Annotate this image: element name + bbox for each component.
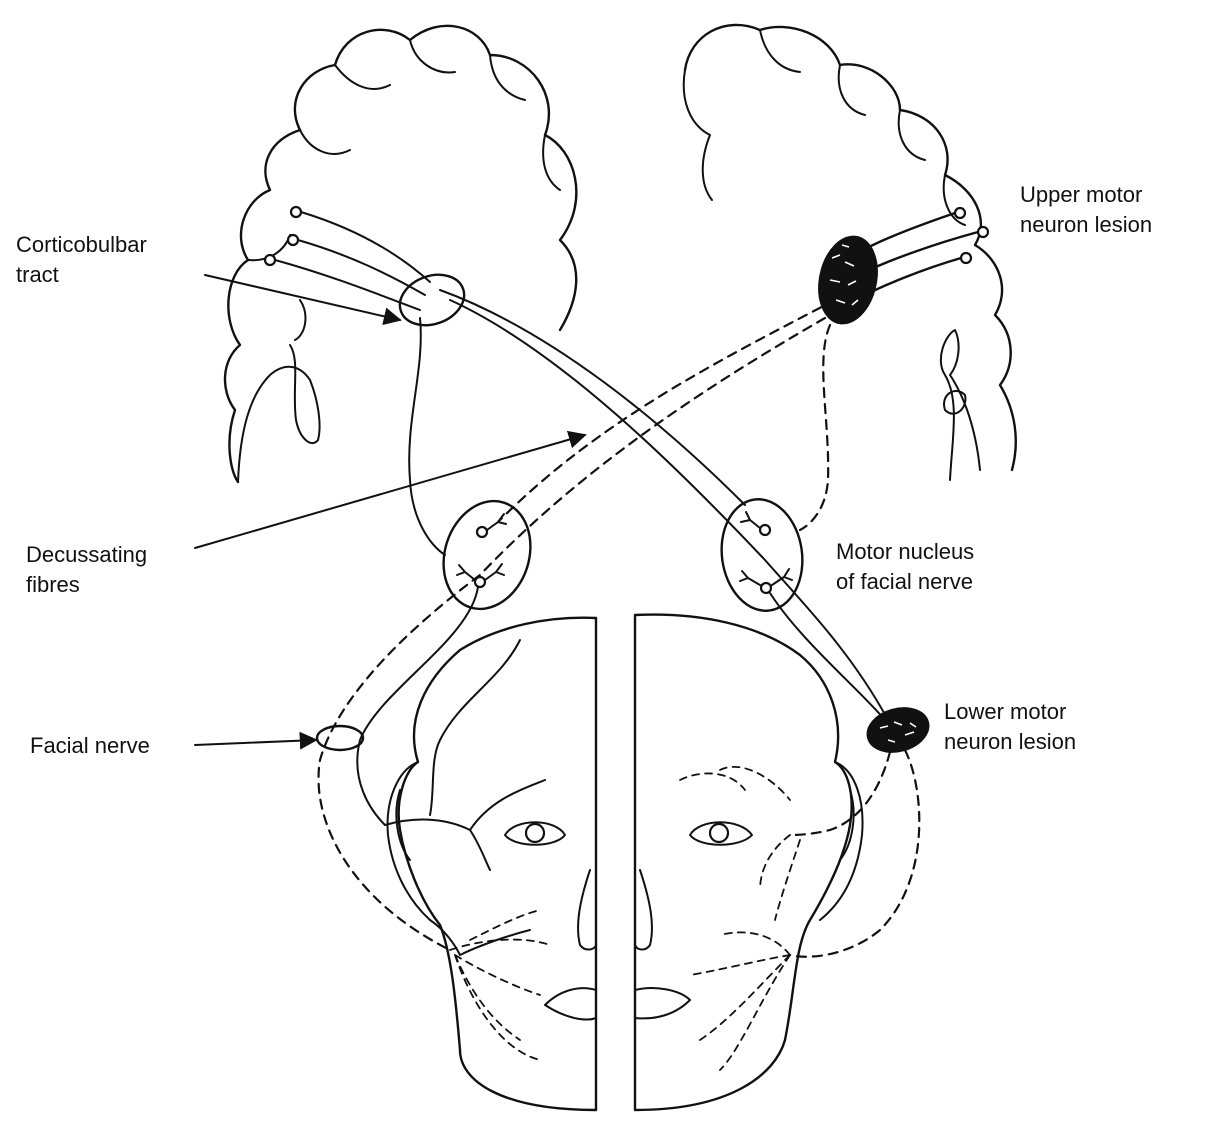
nose-right <box>634 869 653 951</box>
decussating-dashed-fibre-a <box>498 298 837 522</box>
left-hemisphere <box>223 24 578 484</box>
left-nucleus-synapses <box>456 513 507 581</box>
decussating-label-line-1: Decussating <box>26 542 148 567</box>
left-facial-nerve-upper-branches <box>384 639 546 871</box>
upper-lesion-stipple <box>829 244 859 306</box>
left-to-right-crossing-fibre-a <box>439 289 746 506</box>
right-cortex-neuron-3 <box>959 251 973 265</box>
motor-nucleus-label: Motor nucleus of facial nerve <box>836 537 974 597</box>
right-temporal-fold <box>939 329 981 481</box>
lower-lesion-label-line-2: neuron lesion <box>944 729 1077 754</box>
lower-motor-neuron-lesion <box>866 707 930 753</box>
left-facial-nerve-trunk <box>356 586 479 826</box>
upper-lesion-to-right-nucleus <box>798 323 832 532</box>
face-right-half-outline <box>633 613 853 1112</box>
motor-nucleus-label-line-1: Motor nucleus <box>836 539 975 564</box>
decussating-fibres-label: Decussating fibres <box>26 540 147 600</box>
decussating-dashed-fibre-b <box>317 316 827 952</box>
corticobulbar-arrow <box>204 274 402 326</box>
motor-nucleus-label-line-2: of facial nerve <box>836 569 973 594</box>
right-hemisphere <box>683 23 1017 472</box>
facial-nerve-label: Facial nerve <box>30 731 150 761</box>
right-motor-nucleus <box>720 498 804 612</box>
upper-motor-neuron-lesion-label: Upper motor neuron lesion <box>1020 180 1152 240</box>
corticobulbar-label-line-2: tract <box>16 262 59 287</box>
mouth-right <box>634 987 691 1020</box>
right-nucleus-neuron-upper <box>758 523 772 537</box>
right-facial-nerve-dashed <box>788 748 921 958</box>
left-internal-capsule <box>398 273 466 327</box>
right-ear <box>819 761 864 921</box>
right-nucleus-synapses <box>739 511 793 586</box>
right-facial-nerve-trunk <box>769 592 886 721</box>
upper-lesion-label-line-2: neuron lesion <box>1020 212 1153 237</box>
right-face-dashed-branches <box>679 765 801 1071</box>
corticobulbar-label-line-1: Corticobulbar <box>16 232 147 257</box>
left-cortex-neuron-1 <box>289 205 303 219</box>
left-to-right-crossing-fibre-b <box>449 299 889 721</box>
mouth-left <box>544 987 597 1021</box>
left-cortex-neuron-2 <box>286 233 300 247</box>
right-facial-nerve-dashed-inner <box>788 750 892 837</box>
left-nucleus-neuron-upper <box>475 525 489 539</box>
upper-lesion-label-line-1: Upper motor <box>1020 182 1143 207</box>
left-ear <box>386 761 431 921</box>
right-cortex-axons <box>858 211 980 297</box>
lower-motor-neuron-lesion-label: Lower motor neuron lesion <box>944 697 1076 757</box>
right-hemisphere-gyrus <box>682 29 966 226</box>
right-eye <box>689 821 753 846</box>
facial-nerve-ring <box>315 724 365 752</box>
nose-left <box>577 869 597 951</box>
facial-nerve-label-text: Facial nerve <box>30 733 150 758</box>
face-left-half-outline <box>397 616 598 1112</box>
left-hemisphere-gyrus <box>247 39 561 262</box>
decussating-arrow <box>194 430 587 549</box>
lower-lesion-label-line-1: Lower motor <box>944 699 1067 724</box>
left-eye-pupil <box>524 822 546 844</box>
decussating-label-line-2: fibres <box>26 572 80 597</box>
left-nucleus-neuron-lower <box>473 575 487 589</box>
left-face-dashed-branches <box>449 909 551 1061</box>
left-capsule-to-left-nucleus <box>408 317 446 556</box>
right-eye-pupil <box>708 822 730 844</box>
facial-nerve-arrow <box>194 731 318 750</box>
left-temporal-fold <box>237 299 321 483</box>
lower-lesion-stipple <box>879 721 917 743</box>
corticobulbar-tract-label: Corticobulbar tract <box>16 230 147 290</box>
right-cortex-neuron-1 <box>953 206 967 220</box>
left-cortex-axons <box>274 211 431 311</box>
right-nucleus-neuron-lower <box>759 581 773 595</box>
left-cortex-neuron-3 <box>263 253 277 267</box>
right-cortex-neuron-2 <box>976 225 990 239</box>
left-eye <box>504 821 566 846</box>
